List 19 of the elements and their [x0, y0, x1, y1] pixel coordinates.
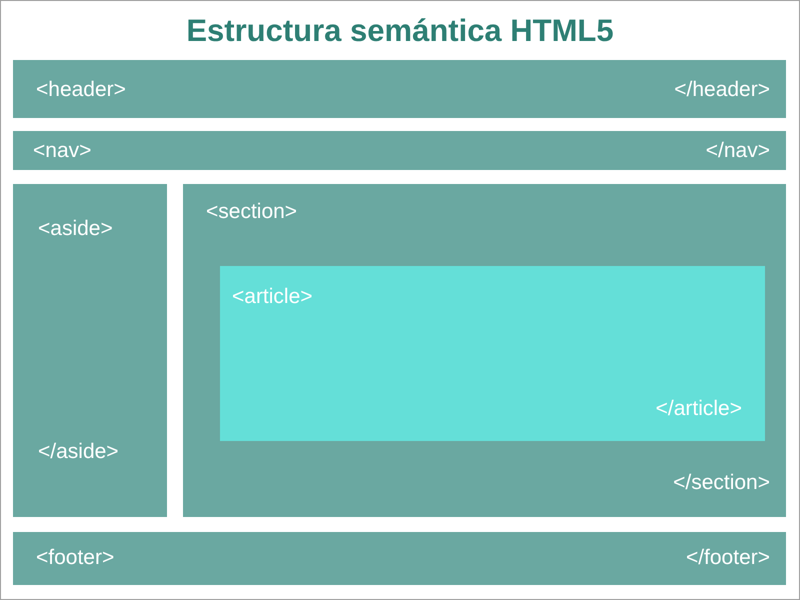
section-panel [183, 184, 786, 517]
opening-tag: <nav> [33, 139, 92, 162]
aside-column [13, 184, 167, 517]
opening-tag: <footer> [36, 546, 114, 569]
opening-tag: <section> [206, 200, 298, 223]
opening-tag: <header> [36, 78, 126, 101]
nav-band [13, 131, 786, 170]
diagram-title: Estructura semántica HTML5 [185, 12, 615, 50]
closing-tag: </article> [656, 397, 742, 420]
opening-tag: <aside> [38, 217, 113, 240]
header-band [13, 60, 786, 118]
closing-tag: </nav> [706, 139, 770, 162]
footer-band [13, 532, 786, 585]
opening-tag: <article> [232, 285, 313, 308]
closing-tag: </section> [673, 471, 770, 494]
closing-tag: </header> [674, 78, 770, 101]
closing-tag: </footer> [686, 546, 770, 569]
closing-tag: </aside> [38, 440, 119, 463]
article-panel [220, 266, 765, 441]
